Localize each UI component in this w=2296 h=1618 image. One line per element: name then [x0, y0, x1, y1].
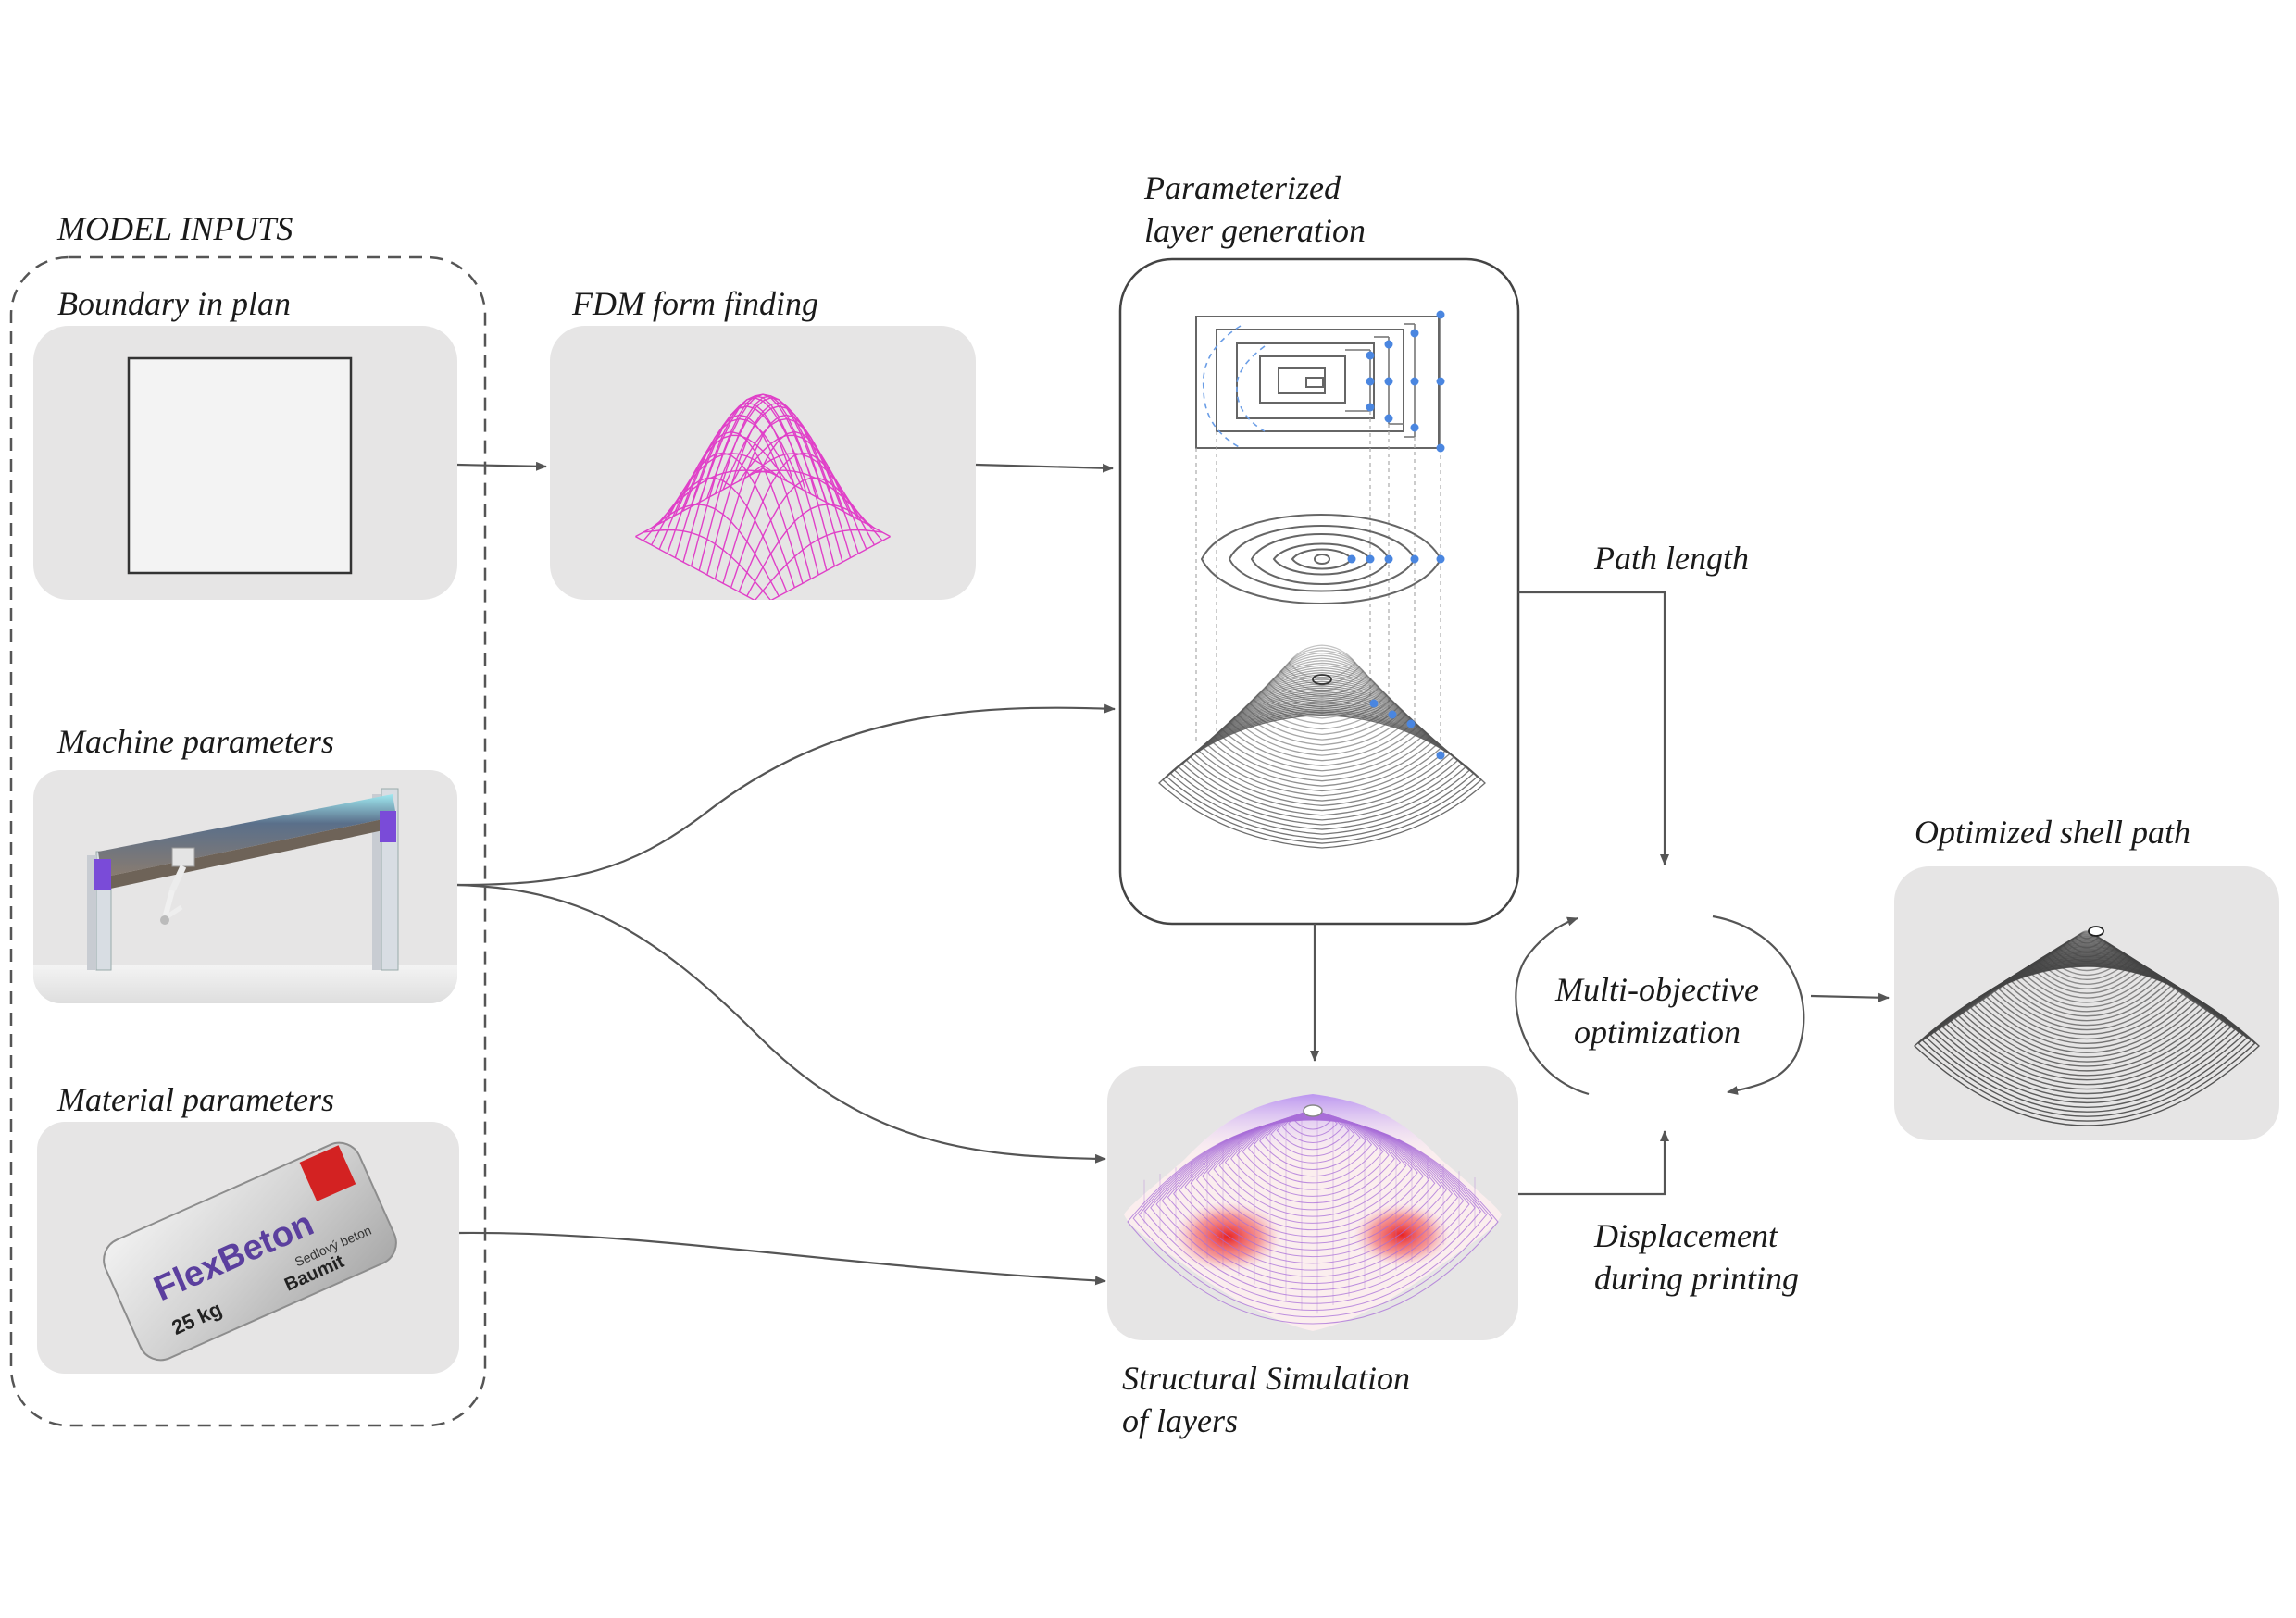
machine-panel: [33, 770, 457, 1003]
optimized-shell-layers: [1913, 930, 2261, 1126]
multi-objective-label: Multi-objective optimization: [1518, 968, 1796, 1053]
boundary-drawing: [127, 356, 353, 575]
displacement-label-line2: during printing: [1594, 1260, 1800, 1297]
optimized-shell: [1913, 926, 2261, 1126]
model-inputs-title: MODEL INPUTS: [57, 210, 293, 247]
material-label: Material parameters: [57, 1081, 334, 1118]
boundary-square: [127, 356, 353, 575]
optimized-label: Optimized shell path: [1915, 814, 2190, 851]
multi-line1: Multi-objective: [1555, 971, 1759, 1008]
fdm-mesh-lines: [635, 393, 891, 600]
cement-bag-drawing: FlexBeton 25 kg Baumit Sedlový beton: [103, 1141, 397, 1362]
boundary-label: Boundary in plan: [57, 285, 291, 322]
boundary-panel: [33, 326, 457, 600]
structural-label-line2: of layers: [1122, 1402, 1238, 1439]
optimized-panel: [1894, 866, 2279, 1140]
multi-line2: optimization: [1573, 1014, 1741, 1051]
path-length-label: Path length: [1594, 540, 1749, 577]
structural-panel: [1107, 1066, 1518, 1340]
fdm-mesh: [635, 393, 891, 600]
param-label-line1: Parameterized: [1144, 169, 1341, 206]
displacement-label-line1: Displacement: [1594, 1217, 1778, 1254]
machine-label: Machine parameters: [57, 723, 334, 760]
gantry-printer-drawing: [33, 788, 457, 1003]
stress-map: [1124, 1094, 1502, 1331]
material-panel: FlexBeton 25 kg Baumit Sedlový beton: [37, 1122, 459, 1374]
structural-label-line1: Structural Simulation: [1122, 1360, 1411, 1397]
fdm-panel: [550, 326, 976, 600]
fdm-label: FDM form finding: [572, 285, 818, 322]
param-label-line2: layer generation: [1144, 212, 1366, 249]
model-inputs-frame: [9, 255, 487, 1427]
